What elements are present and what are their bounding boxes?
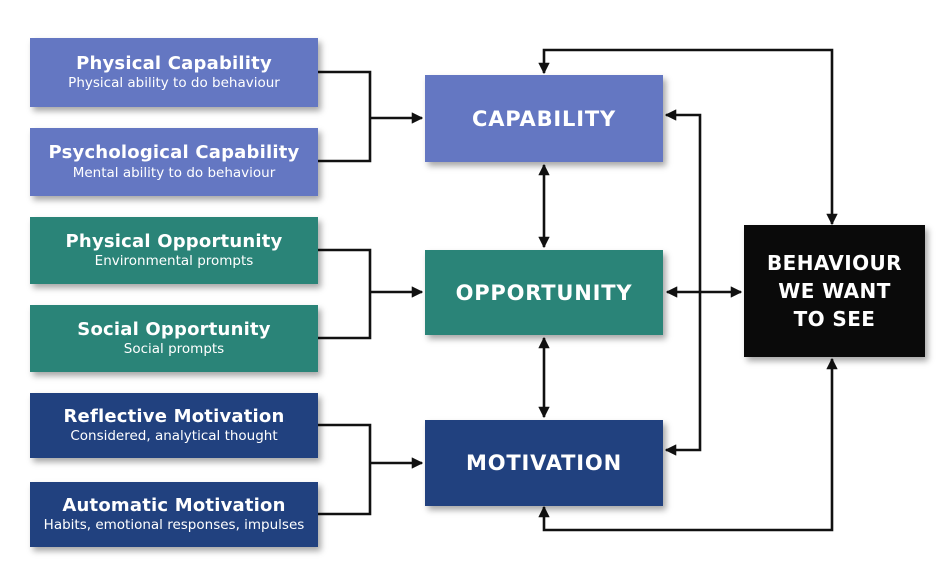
behaviour-line-3: TO SEE — [793, 307, 876, 331]
social-opportunity-box: Social Opportunity Social prompts — [30, 305, 318, 372]
physical-opportunity-box: Physical Opportunity Environmental promp… — [30, 217, 318, 284]
reflective-motivation-title: Reflective Motivation — [63, 405, 285, 427]
social-opportunity-subtitle: Social prompts — [123, 341, 225, 358]
loop-bottom-motivation-behaviour — [538, 357, 838, 532]
reflective-motivation-subtitle: Considered, analytical thought — [70, 428, 278, 445]
capability-label: CAPABILITY — [472, 106, 616, 131]
social-opportunity-title: Social Opportunity — [77, 318, 271, 340]
psychological-capability-subtitle: Mental ability to do behaviour — [72, 164, 276, 181]
opportunity-label: OPPORTUNITY — [455, 280, 633, 305]
automatic-motivation-box: Automatic Motivation Habits, emotional r… — [30, 482, 318, 547]
motivation-box: MOTIVATION — [425, 420, 663, 506]
bracket-capability — [318, 70, 372, 163]
psychological-capability-title: Psychological Capability — [48, 142, 300, 164]
loop-top-capability-behaviour — [538, 48, 838, 226]
feedback-capability-motivation — [664, 109, 702, 456]
physical-opportunity-title: Physical Opportunity — [65, 230, 283, 252]
bracket-opportunity — [318, 248, 372, 340]
reflective-motivation-box: Reflective Motivation Considered, analyt… — [30, 393, 318, 458]
behaviour-line-1: BEHAVIOUR — [767, 251, 902, 275]
motivation-label: MOTIVATION — [466, 451, 622, 475]
automatic-motivation-subtitle: Habits, emotional responses, impulses — [43, 517, 305, 534]
automatic-motivation-title: Automatic Motivation — [62, 494, 286, 516]
behaviour-line-2: WE WANT — [778, 279, 891, 303]
physical-capability-subtitle: Physical ability to do behaviour — [68, 75, 280, 92]
physical-capability-title: Physical Capability — [76, 52, 272, 74]
capability-box: CAPABILITY — [425, 75, 663, 162]
behaviour-box: BEHAVIOUR WE WANT TO SEE — [744, 225, 925, 357]
opportunity-box: OPPORTUNITY — [425, 250, 663, 335]
bracket-motivation — [318, 423, 372, 516]
psychological-capability-box: Psychological Capability Mental ability … — [30, 128, 318, 196]
physical-capability-box: Physical Capability Physical ability to … — [30, 38, 318, 107]
physical-opportunity-subtitle: Environmental prompts — [94, 253, 254, 270]
